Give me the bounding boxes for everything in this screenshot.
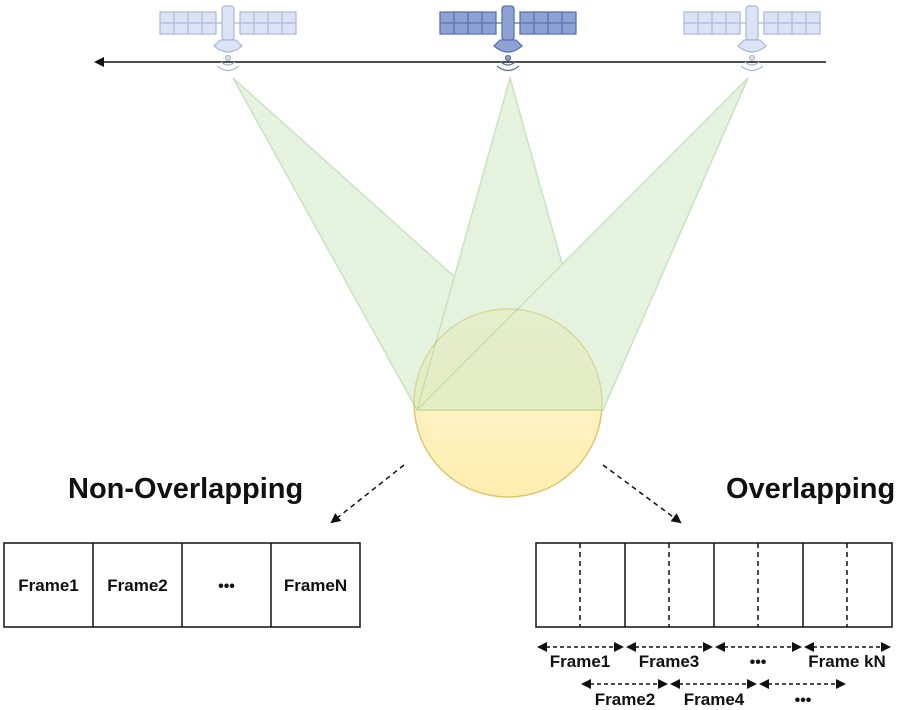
satellite-icon — [159, 5, 297, 72]
beam-right — [415, 77, 749, 411]
beams — [232, 75, 749, 411]
overlap-frame-label: Frame3 — [639, 652, 699, 671]
satellite-icon — [439, 5, 577, 72]
heading-non-overlapping: Non-Overlapping — [68, 473, 303, 505]
arrow-to-non-overlapping — [330, 464, 405, 524]
ellipsis: ••• — [795, 692, 812, 709]
overlap-frame-label: Frame4 — [684, 690, 745, 709]
overlap-frame-label: Frame kN — [808, 652, 885, 671]
ellipsis: ••• — [218, 578, 235, 595]
frame-label: FrameN — [284, 576, 347, 595]
arrow-to-overlapping — [602, 464, 682, 524]
heading-overlapping: Overlapping — [726, 473, 895, 505]
frame-label: Frame2 — [107, 576, 167, 595]
frame-label: Frame1 — [18, 576, 78, 595]
satellite-icon — [683, 5, 821, 72]
overlap-frame-label: Frame1 — [550, 652, 610, 671]
overlapping-frame-strip — [535, 542, 893, 628]
non-overlapping-frame-strip: Frame1 Frame2 ••• FrameN — [3, 542, 361, 628]
ellipsis: ••• — [750, 654, 767, 671]
overlap-frame-label: Frame2 — [595, 690, 655, 709]
